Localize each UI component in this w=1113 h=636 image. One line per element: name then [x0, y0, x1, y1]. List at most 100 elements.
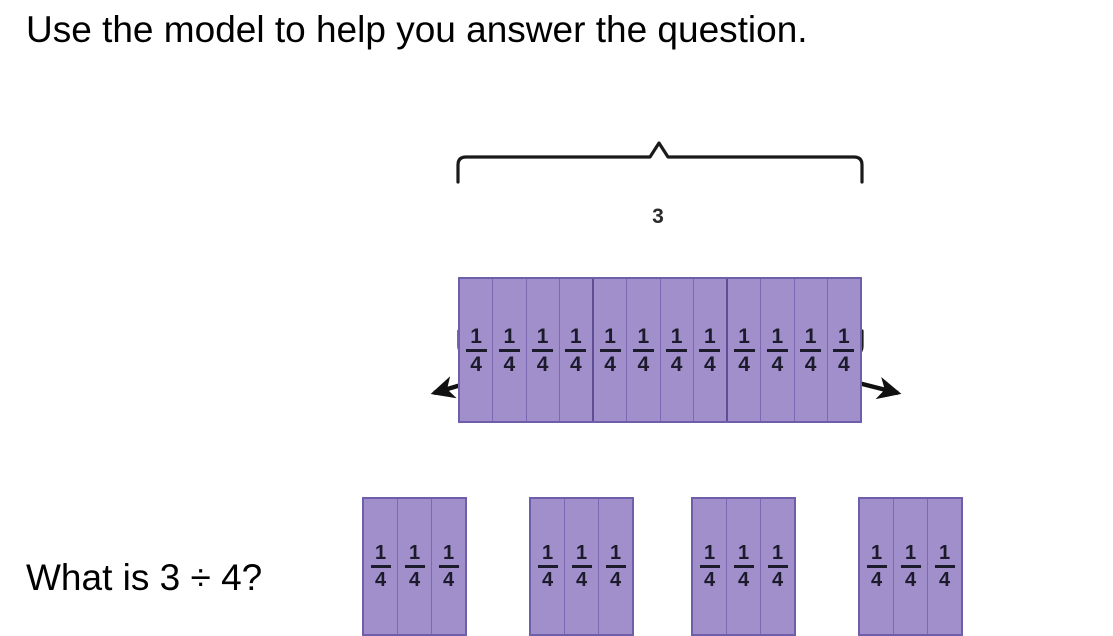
- fraction-rule: [565, 348, 587, 352]
- fraction-rule: [733, 348, 755, 352]
- fraction-denominator: 4: [408, 569, 421, 591]
- fraction-numerator: 1: [870, 542, 883, 564]
- fraction-numerator: 1: [604, 324, 616, 348]
- fraction-rule: [767, 565, 788, 568]
- fraction-denominator: 4: [637, 352, 650, 376]
- fraction-rule: [632, 348, 654, 352]
- fraction-rule: [537, 565, 558, 568]
- fraction-denominator: 4: [503, 352, 516, 376]
- fraction-numerator: 1: [536, 324, 549, 348]
- fraction-denominator: 4: [738, 352, 750, 376]
- fraction-denominator: 4: [703, 569, 716, 591]
- fraction-numerator: 1: [503, 324, 516, 348]
- fraction-rule: [498, 348, 520, 352]
- question-text: What is 3 ÷ 4?: [26, 557, 263, 598]
- fraction-numerator: 1: [637, 324, 650, 348]
- fraction-numerator: 1: [738, 324, 750, 348]
- top-bracket-label: 3: [652, 205, 664, 228]
- fraction-denominator: 4: [609, 569, 622, 591]
- fraction-numerator: 1: [771, 324, 784, 348]
- fraction-rule: [605, 565, 626, 568]
- fraction-rule: [699, 565, 720, 568]
- fraction-denominator: 4: [541, 569, 554, 591]
- fraction-denominator: 4: [604, 352, 616, 376]
- fraction-rule: [599, 348, 621, 352]
- fraction-rule: [866, 565, 887, 568]
- fraction-numerator: 1: [771, 542, 784, 564]
- fraction-denominator: 4: [704, 352, 716, 376]
- fraction-numerator: 1: [838, 324, 850, 348]
- fraction-denominator: 4: [771, 569, 784, 591]
- fraction-rule: [934, 565, 955, 568]
- fraction-denominator: 4: [838, 352, 850, 376]
- fraction-denominator: 4: [670, 352, 683, 376]
- fraction-denominator: 4: [804, 352, 817, 376]
- top-bracket: [456, 141, 864, 184]
- fraction-rule: [438, 565, 459, 568]
- fraction-numerator: 1: [704, 324, 716, 348]
- fraction-rule: [370, 565, 391, 568]
- fraction-rule: [666, 348, 688, 352]
- fraction-denominator: 4: [575, 569, 588, 591]
- fraction-denominator: 4: [938, 569, 951, 591]
- fraction-rule: [571, 565, 592, 568]
- fraction-numerator: 1: [570, 324, 582, 348]
- fraction-denominator: 4: [737, 569, 750, 591]
- fraction-denominator: 4: [570, 352, 582, 376]
- page-title: Use the model to help you answer the que…: [26, 9, 808, 50]
- fraction-denominator: 4: [870, 569, 883, 591]
- fraction-numerator: 1: [670, 324, 683, 348]
- fraction-denominator: 4: [536, 352, 549, 376]
- fraction-numerator: 1: [609, 542, 622, 564]
- fraction-rule: [833, 348, 855, 352]
- fraction-numerator: 1: [904, 542, 917, 564]
- fraction-rule: [800, 348, 822, 352]
- fraction-rule: [766, 348, 788, 352]
- fraction-numerator: 1: [408, 542, 421, 564]
- fraction-denominator: 4: [374, 569, 387, 591]
- fraction-numerator: 1: [737, 542, 750, 564]
- fraction-rule: [532, 348, 554, 352]
- fraction-denominator: 4: [442, 569, 455, 591]
- fraction-denominator: 4: [904, 569, 917, 591]
- fraction-numerator: 1: [541, 542, 554, 564]
